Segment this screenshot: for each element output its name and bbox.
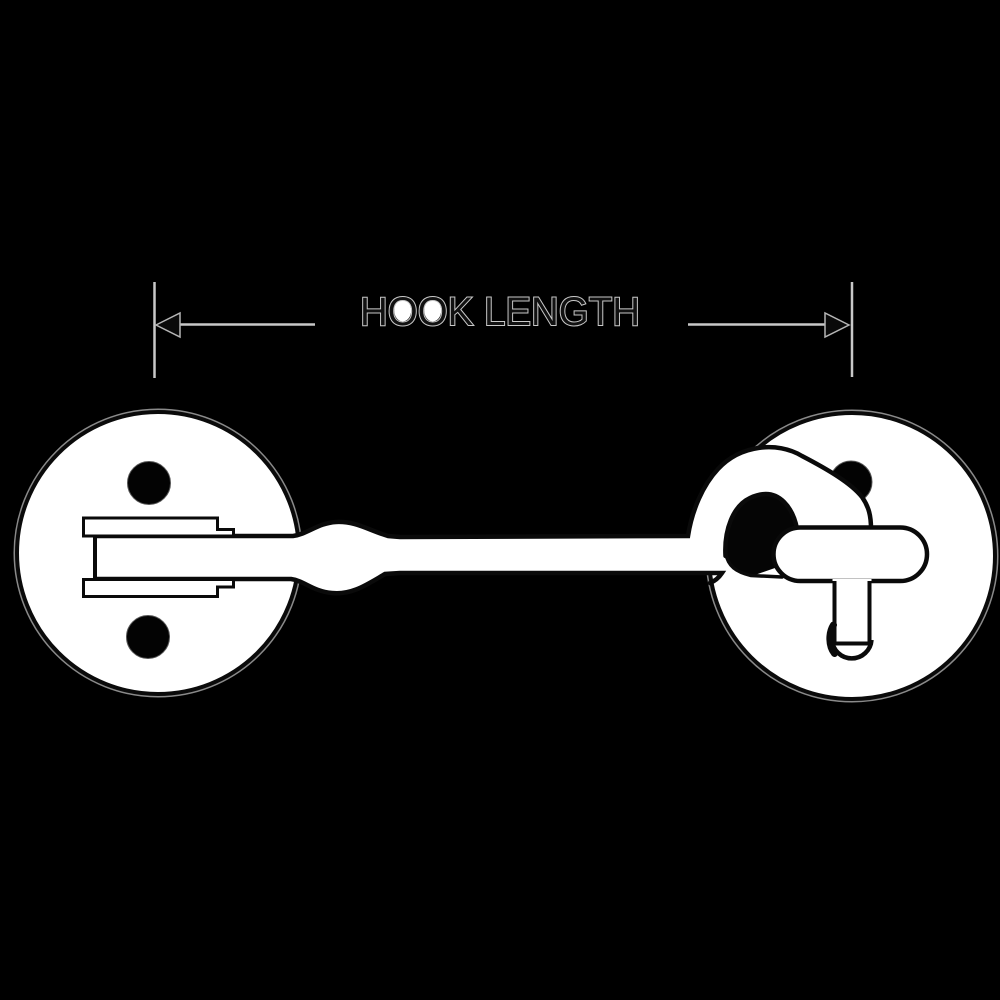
hook-arm [92,444,874,596]
retaining-bracket [82,516,235,598]
letter-counter-highlight [394,299,412,322]
hook-shaft-fill [95,521,723,594]
left-screw-hole-top [127,461,171,505]
hook-top-outline [92,444,874,540]
left-screw-hole-bottom [126,615,170,659]
eye-pin-tip-accent [826,621,838,657]
eye-assembly [771,525,930,661]
bracket-bottom-bar [82,578,235,598]
left-arrowhead-icon [154,311,181,339]
right-arrowhead-icon [824,311,851,339]
hook-loop-fill [688,447,871,573]
letter-counter-highlight [424,299,442,322]
eye-pin-outline [832,581,872,646]
hook-loop-inner-outline [723,491,800,559]
dimension-label: HOOK LENGTH [360,290,640,334]
bracket-top-bar [82,516,235,538]
eye-crossbar [771,525,930,584]
dimension-annotation: HOOK LENGTH [153,282,854,378]
eye-pin-fill [832,579,872,645]
hook-loop-opening-bottom-outline [724,552,784,579]
hook-bottom-outline [92,570,727,596]
